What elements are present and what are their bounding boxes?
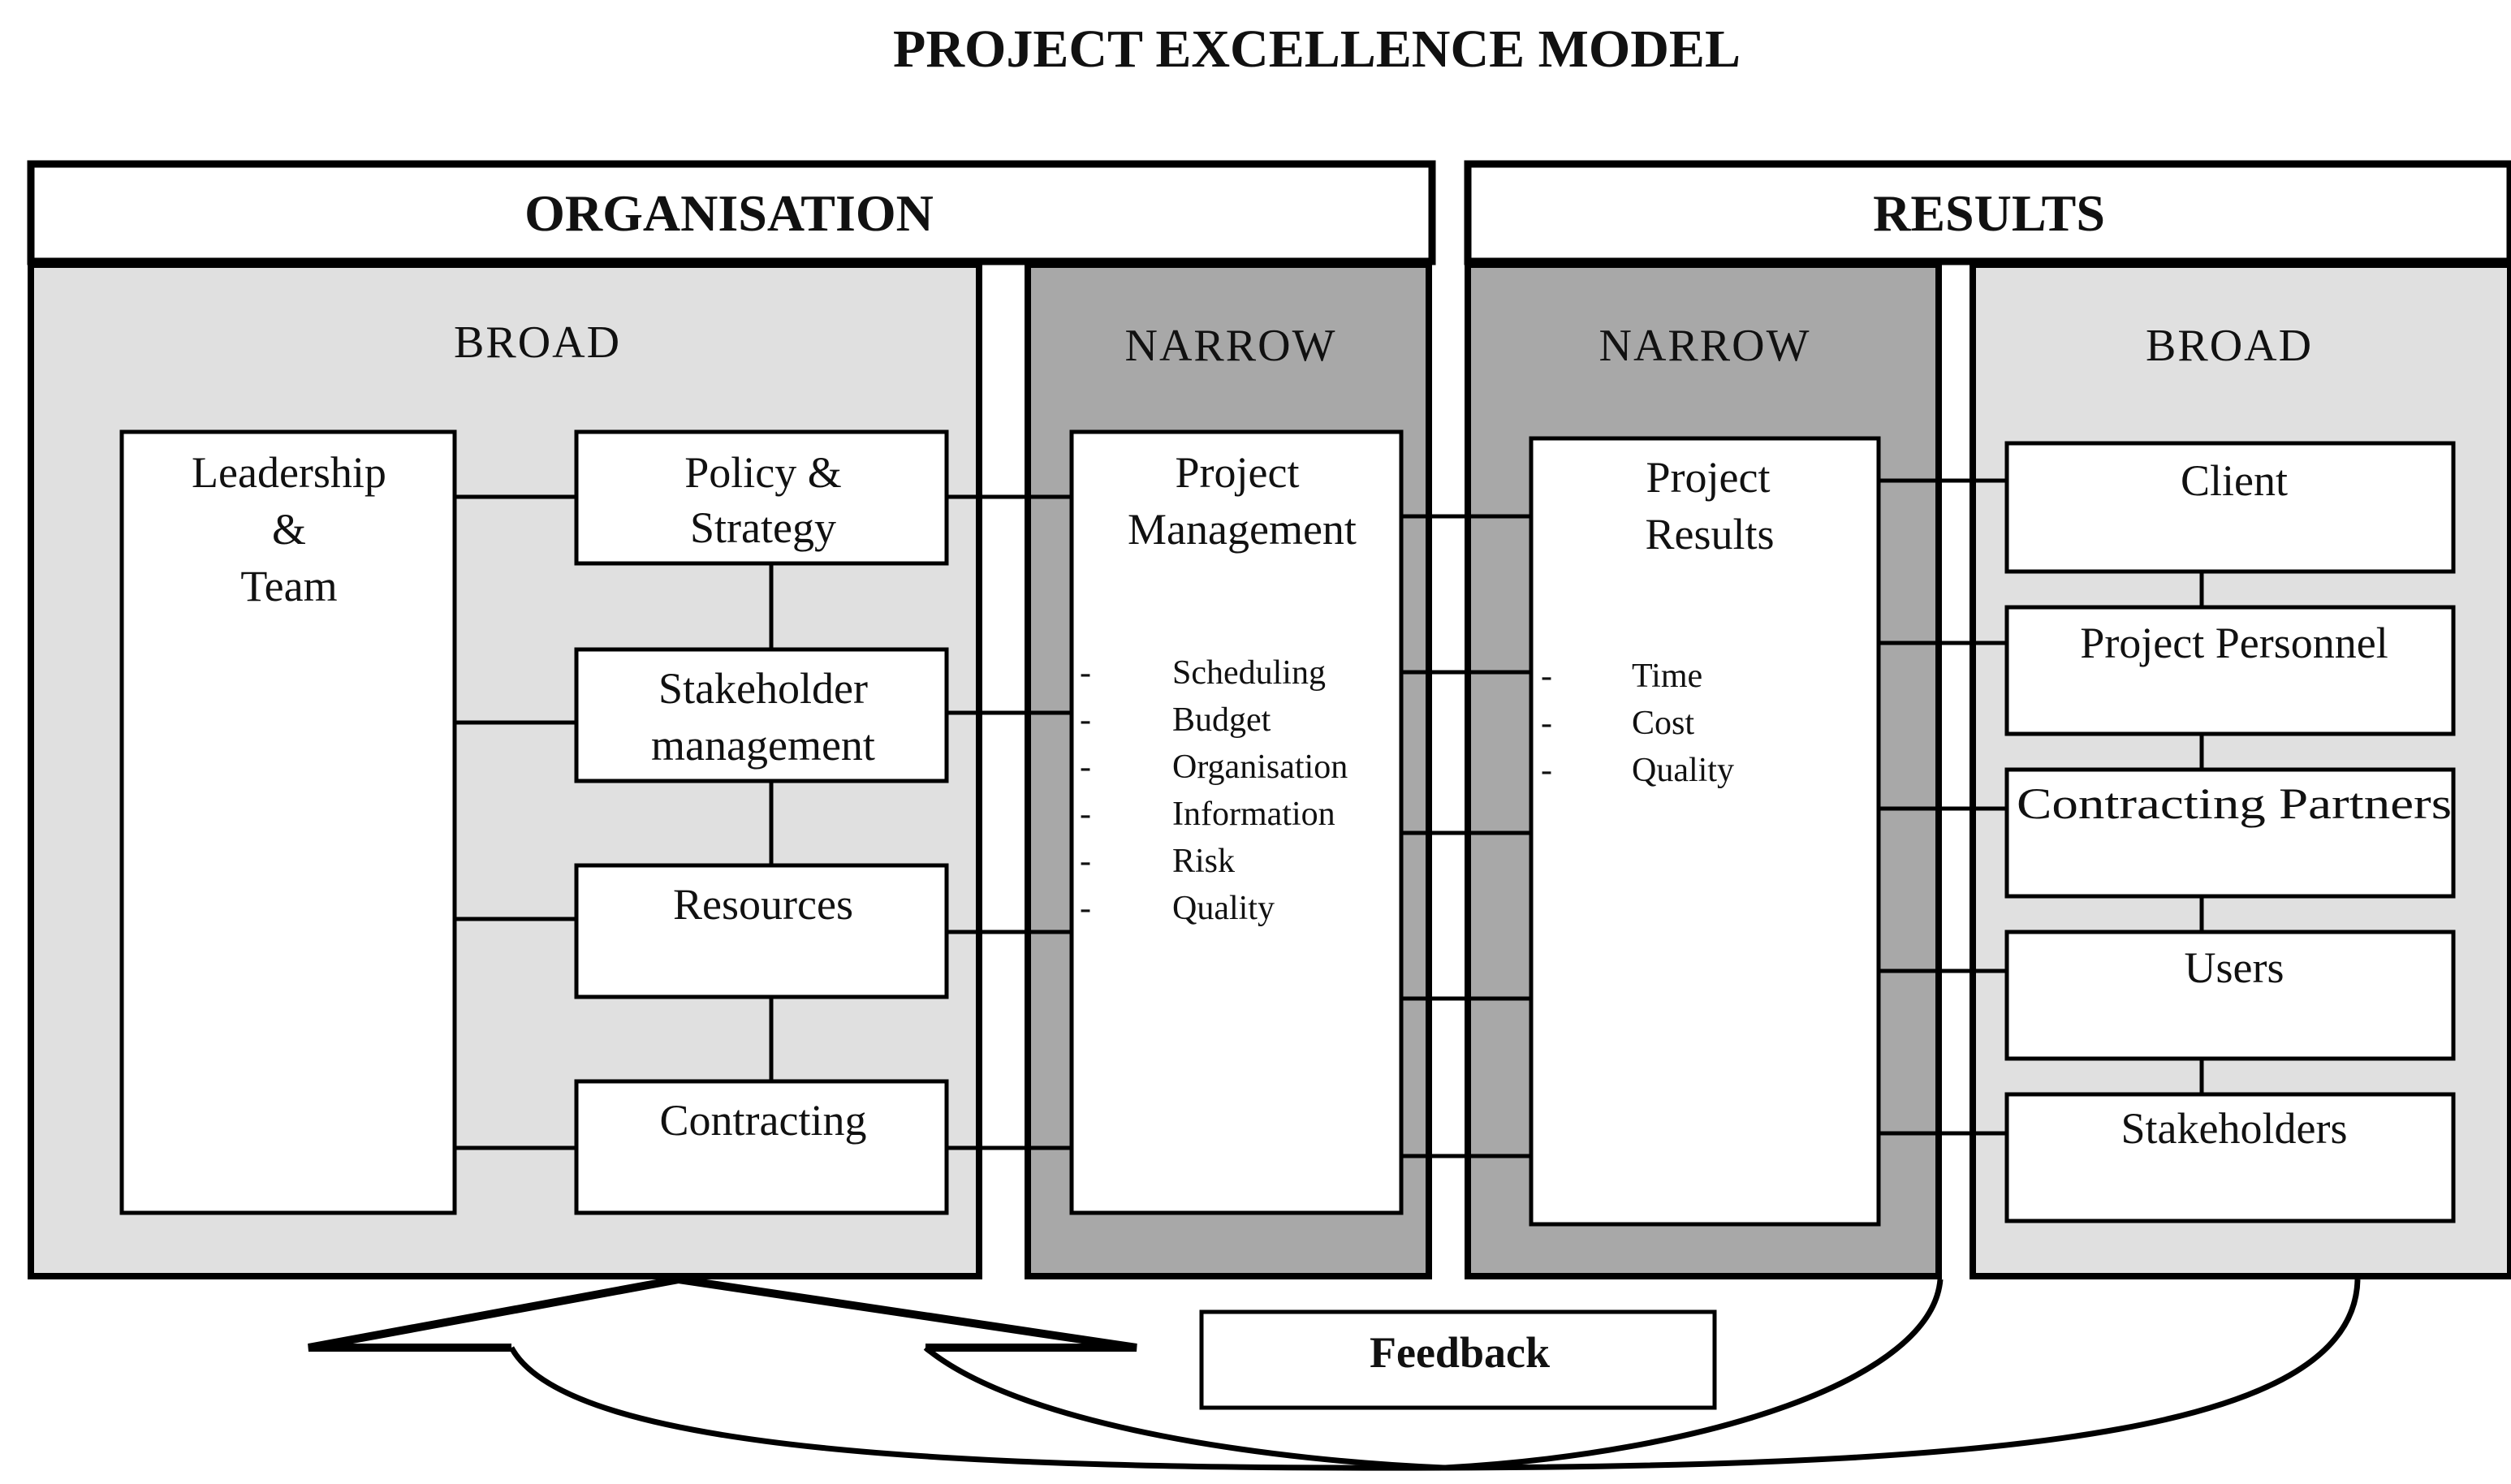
- leadership-line-3: Team: [240, 562, 337, 610]
- pr-item-quality: Quality: [1632, 752, 1734, 789]
- results-narrow-label: NARROW: [1599, 321, 1811, 371]
- bullet: -: [1080, 796, 1091, 833]
- project-results-box: [1529, 436, 1881, 1227]
- project-results-items: - Time - Cost - Quality: [1541, 658, 1734, 789]
- feedback-label: Feedback: [1370, 1328, 1550, 1377]
- contracting-partners-label: Contracting Partners: [2017, 779, 2452, 828]
- resources-label: Resources: [673, 880, 853, 929]
- bullet: -: [1080, 748, 1091, 786]
- feedback-arrow: [308, 1275, 2361, 1471]
- stakeholders-label: Stakeholders: [2121, 1104, 2348, 1153]
- project-management-line-2: Management: [1128, 505, 1357, 554]
- results-header: RESULTS: [1873, 184, 2105, 242]
- results-section: RESULTS NARROW BROAD Project Results - T…: [1401, 160, 2511, 1279]
- project-results-line-2: Results: [1645, 510, 1774, 559]
- pm-to-results-connectors: [1401, 514, 1531, 1158]
- pr-item-cost: Cost: [1632, 705, 1694, 742]
- stakeholder-mgmt-line-1: Stakeholder: [658, 664, 868, 713]
- users-label: Users: [2185, 943, 2284, 992]
- project-management-line-1: Project: [1176, 448, 1300, 497]
- leadership-line-1: Leadership: [192, 448, 386, 497]
- result-box-client: Client: [2004, 441, 2456, 574]
- organisation-section: ORGANISATION BROAD NARROW Leadership & T…: [27, 160, 1436, 1279]
- result-box-stakeholders: Stakeholders: [2004, 1092, 2456, 1223]
- organisation-broad-label: BROAD: [454, 317, 621, 368]
- pm-item-risk: Risk: [1172, 843, 1235, 880]
- pm-item-scheduling: Scheduling: [1172, 654, 1326, 692]
- results-to-broad-connectors: [1879, 478, 2204, 1136]
- bullet: -: [1080, 701, 1091, 739]
- pm-item-quality: Quality: [1172, 890, 1275, 927]
- bullet: -: [1541, 752, 1552, 789]
- project-results-line-1: Project: [1646, 453, 1771, 502]
- pr-item-time: Time: [1632, 658, 1702, 695]
- results-header-box: [1464, 160, 2511, 265]
- results-broad-label: BROAD: [2146, 321, 2313, 371]
- client-label: Client: [2181, 456, 2288, 505]
- enabler-box-resources: Resources: [574, 863, 949, 999]
- organisation-header: ORGANISATION: [524, 184, 934, 242]
- pm-item-budget: Budget: [1172, 701, 1271, 739]
- leadership-connectors: [455, 494, 1072, 1150]
- pm-item-organisation: Organisation: [1172, 748, 1348, 786]
- bullet: -: [1080, 890, 1091, 927]
- pm-item-information: Information: [1172, 796, 1335, 833]
- project-personnel-label: Project Personnel: [2080, 619, 2388, 667]
- bullet: -: [1541, 705, 1552, 742]
- leadership-line-2: &: [272, 505, 306, 554]
- bullet: -: [1541, 658, 1552, 695]
- policy-strategy-line-1: Policy &: [684, 448, 842, 497]
- enabler-box-stakeholder-management: Stakeholder management: [574, 647, 949, 783]
- result-box-users: Users: [2004, 930, 2456, 1061]
- feedback-label-box: Feedback: [1199, 1309, 1717, 1410]
- result-box-contracting-partners: Contracting Partners: [2004, 767, 2456, 899]
- leadership-team-box: [119, 429, 457, 1215]
- organisation-narrow-label: NARROW: [1125, 321, 1337, 371]
- project-management-box: [1069, 429, 1404, 1215]
- policy-strategy-line-2: Strategy: [690, 503, 836, 552]
- stakeholder-mgmt-line-2: management: [651, 721, 875, 770]
- contracting-label: Contracting: [660, 1096, 867, 1145]
- enabler-box-contracting: Contracting: [574, 1079, 949, 1215]
- feedback-inner-curve: [923, 1279, 1944, 1471]
- enabler-box-policy-strategy: Policy & Strategy: [574, 429, 949, 566]
- bullet: -: [1080, 654, 1091, 692]
- result-box-project-personnel: Project Personnel: [2004, 605, 2456, 736]
- project-management-items: - Scheduling - Budget - Organisation - I…: [1080, 654, 1348, 927]
- diagram-title: PROJECT EXCELLENCE MODEL: [893, 19, 1741, 79]
- bullet: -: [1080, 843, 1091, 880]
- arrowhead-icon: [308, 1275, 1137, 1352]
